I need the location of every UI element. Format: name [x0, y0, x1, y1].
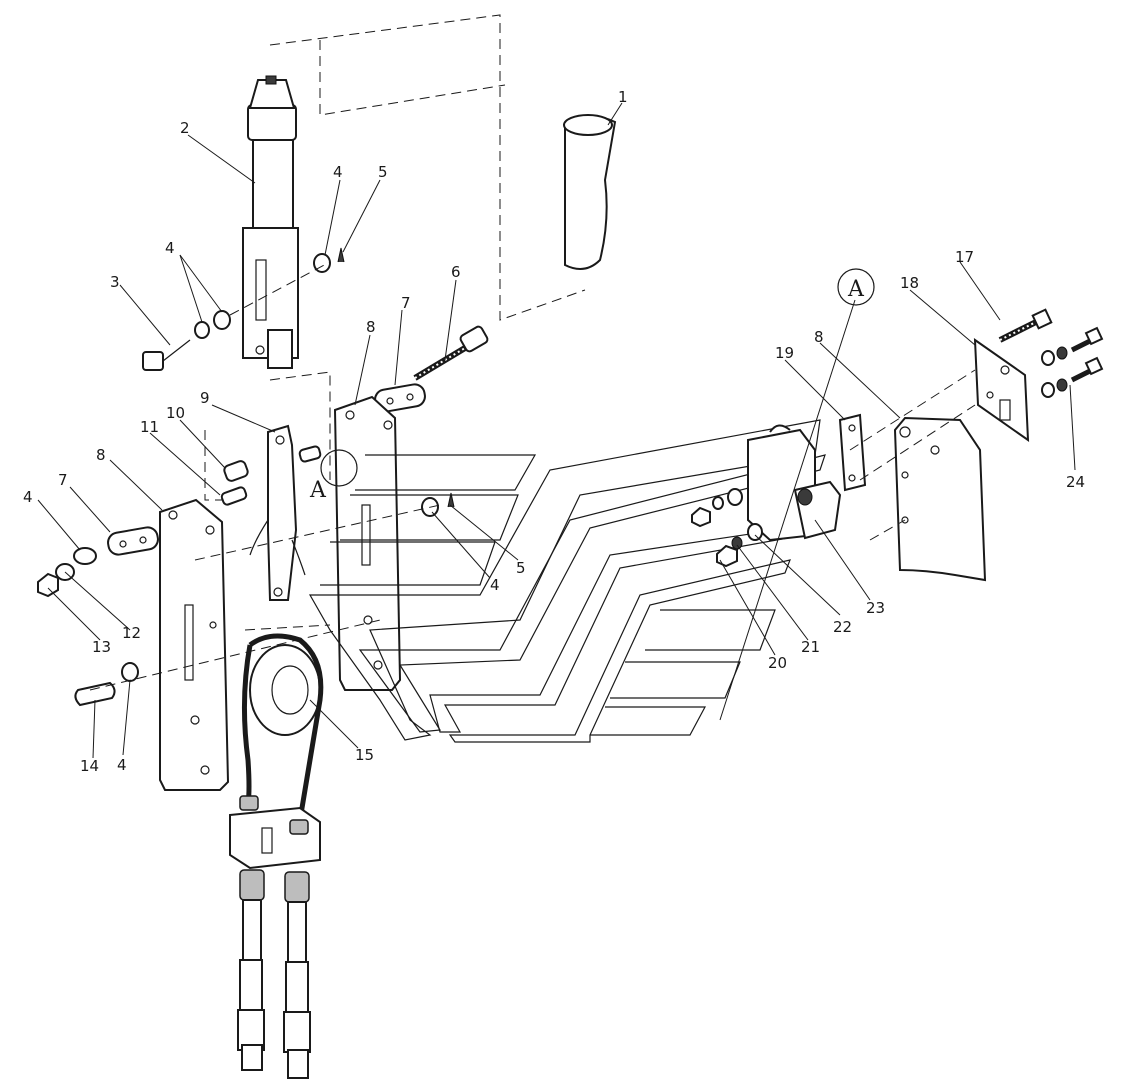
- callout-8c: 8: [814, 328, 824, 346]
- callout-15: 15: [355, 746, 374, 764]
- pivot-bracket-assembly: [691, 413, 867, 568]
- callout-leader-lines: [37, 102, 1076, 759]
- nut-washer-stack-lower: [37, 492, 455, 707]
- callout-4a: 4: [165, 239, 175, 257]
- cable-rod-part: [242, 75, 299, 369]
- callout-11: 11: [140, 418, 159, 436]
- callout-4d: 4: [23, 488, 33, 506]
- callout-7a: 7: [401, 294, 411, 312]
- callout-14: 14: [80, 757, 99, 775]
- callout-5b: 5: [516, 559, 526, 577]
- callout-8b: 8: [96, 446, 106, 464]
- mounting-plate-front: [159, 498, 230, 791]
- callout-10: 10: [166, 404, 185, 422]
- callout-4b: 4: [333, 163, 343, 181]
- center-lines: [89, 261, 976, 691]
- handle-grip-part: [563, 114, 617, 270]
- callout-24: 24: [1066, 473, 1085, 491]
- callout-8a: 8: [366, 318, 376, 336]
- callout-20: 20: [768, 654, 787, 672]
- callout-17: 17: [955, 248, 974, 266]
- spacer-bushing-part: [220, 445, 322, 506]
- callout-2: 2: [180, 119, 190, 137]
- callout-19: 19: [775, 344, 794, 362]
- clevis-pin-part: [142, 247, 345, 371]
- callout-18: 18: [900, 274, 919, 292]
- callout-3: 3: [110, 273, 120, 291]
- threaded-bolt-part: [413, 325, 489, 381]
- callout-7b: 7: [58, 471, 68, 489]
- callout-23: 23: [866, 599, 885, 617]
- callout-5a: 5: [378, 163, 388, 181]
- callout-6: 6: [451, 263, 461, 281]
- callout-1: 1: [618, 88, 628, 106]
- mounting-plate-right: [893, 416, 987, 582]
- mounting-plate-rear: [333, 395, 402, 691]
- callout-21: 21: [801, 638, 820, 656]
- view-a-markers: A A: [309, 268, 875, 503]
- link-plate-lower: [107, 526, 159, 556]
- end-plate-and-bolts: [973, 308, 1104, 442]
- view-marker-label: A: [309, 478, 327, 503]
- lever-link-part: [249, 424, 306, 601]
- detail-marker-label: A: [847, 277, 865, 302]
- callout-22: 22: [833, 618, 852, 636]
- pulley-and-cable-part: [229, 633, 324, 1079]
- callout-9: 9: [200, 389, 210, 407]
- callout-numbers: 1 2 3 4 4 4 4 4 5 5 6 7 7 8 8 8 9 10 11 …: [23, 88, 1085, 775]
- callout-13: 13: [92, 638, 111, 656]
- callout-4e: 4: [117, 756, 127, 774]
- callout-12: 12: [122, 624, 141, 642]
- callout-4c: 4: [490, 576, 500, 594]
